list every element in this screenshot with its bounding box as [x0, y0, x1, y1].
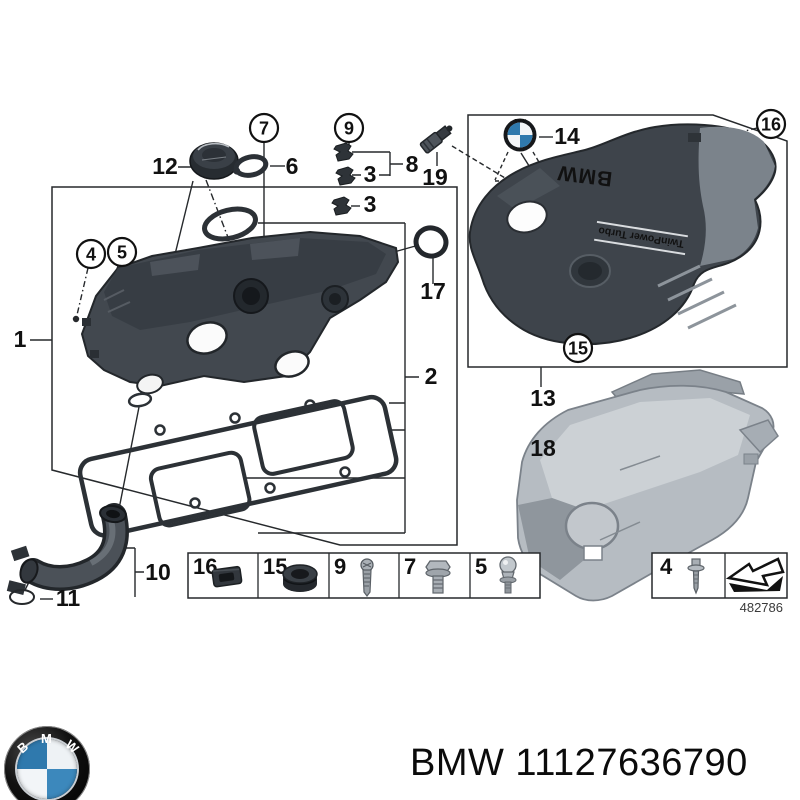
callout-3b[interactable]: 3: [364, 191, 377, 217]
oil-cap-art: [189, 142, 239, 180]
plug-bolt-icon: [425, 560, 451, 594]
legend-cell-5[interactable]: 5: [475, 554, 487, 579]
group-box-engine-cover: [467, 114, 788, 368]
bmw-logo-quadrants: [17, 739, 77, 799]
callout-2[interactable]: 2: [425, 363, 438, 389]
part-number-title: BMW 11127636790: [410, 742, 748, 784]
callout-11[interactable]: 11: [56, 585, 81, 611]
o-ring-art: [9, 589, 35, 605]
parts-diagram: BMW TwinPower Turbo BMW: [6, 108, 788, 615]
sensor-art: [419, 125, 453, 154]
svg-text:15: 15: [568, 339, 588, 359]
seal-ring-art: [413, 225, 449, 259]
callout-8[interactable]: 8: [406, 151, 419, 177]
valve-cover-art: [80, 230, 400, 395]
bmw-emblem-icon: BMW: [503, 118, 537, 152]
svg-text:4: 4: [86, 245, 96, 265]
legend-table: 16 15 9 7 5: [187, 552, 541, 599]
clip-icons: [331, 142, 356, 216]
callout-19[interactable]: 19: [422, 164, 448, 190]
callout-7[interactable]: 7: [248, 112, 280, 144]
callout-9[interactable]: 9: [333, 112, 365, 144]
small-screw-icon: [687, 558, 705, 595]
callout-16[interactable]: 16: [755, 108, 787, 140]
port-gasket-art: [202, 206, 258, 242]
side-box-number[interactable]: 4: [660, 554, 673, 579]
svg-text:9: 9: [344, 119, 354, 139]
screw-icon: [360, 558, 374, 597]
legend-cell-7[interactable]: 7: [404, 554, 416, 579]
callout-14[interactable]: 14: [554, 123, 580, 149]
bmw-logo: B M W: [4, 726, 90, 800]
callout-3a[interactable]: 3: [364, 161, 377, 187]
svg-text:7: 7: [259, 119, 269, 139]
svg-text:16: 16: [761, 115, 781, 135]
drawing-number: 482786: [740, 600, 783, 615]
vent-pipe-art: [6, 503, 129, 595]
cover-clip-16: [688, 133, 701, 142]
legend-cell-9[interactable]: 9: [334, 554, 346, 579]
cap-gasket-art: [233, 154, 269, 178]
grommet-icon: [211, 565, 243, 588]
ball-pin-icon: [499, 556, 517, 594]
callout-1[interactable]: 1: [14, 326, 27, 352]
logo-letter: M: [41, 731, 52, 746]
o-ring-small-art: [127, 392, 153, 408]
callout-17[interactable]: 17: [420, 278, 446, 304]
callout-13[interactable]: 13: [530, 385, 556, 411]
continue-arrow-icon: [725, 557, 785, 592]
callout-12[interactable]: 12: [152, 153, 178, 179]
callout-10[interactable]: 10: [145, 559, 171, 585]
callout-5[interactable]: 5: [106, 236, 138, 268]
side-box: 4: [651, 552, 788, 599]
circled-callouts: 7 9 4 5 16 15: [75, 108, 787, 364]
plain-callouts: 1 2 3 3 6 8 10 11 12 13 14 17 18 19: [14, 123, 580, 611]
callout-15[interactable]: 15: [562, 332, 594, 364]
rubber-mount-icon: [282, 564, 318, 592]
group-boxes: [51, 114, 788, 546]
svg-text:5: 5: [117, 243, 127, 263]
callout-6[interactable]: 6: [286, 153, 299, 179]
callout-4[interactable]: 4: [75, 238, 107, 270]
group-box-cover: [51, 186, 458, 546]
emblem-brand-text: BMW: [514, 118, 526, 123]
callout-18[interactable]: 18: [530, 435, 556, 461]
engine-cover-art: BMW TwinPower Turbo: [468, 123, 777, 346]
